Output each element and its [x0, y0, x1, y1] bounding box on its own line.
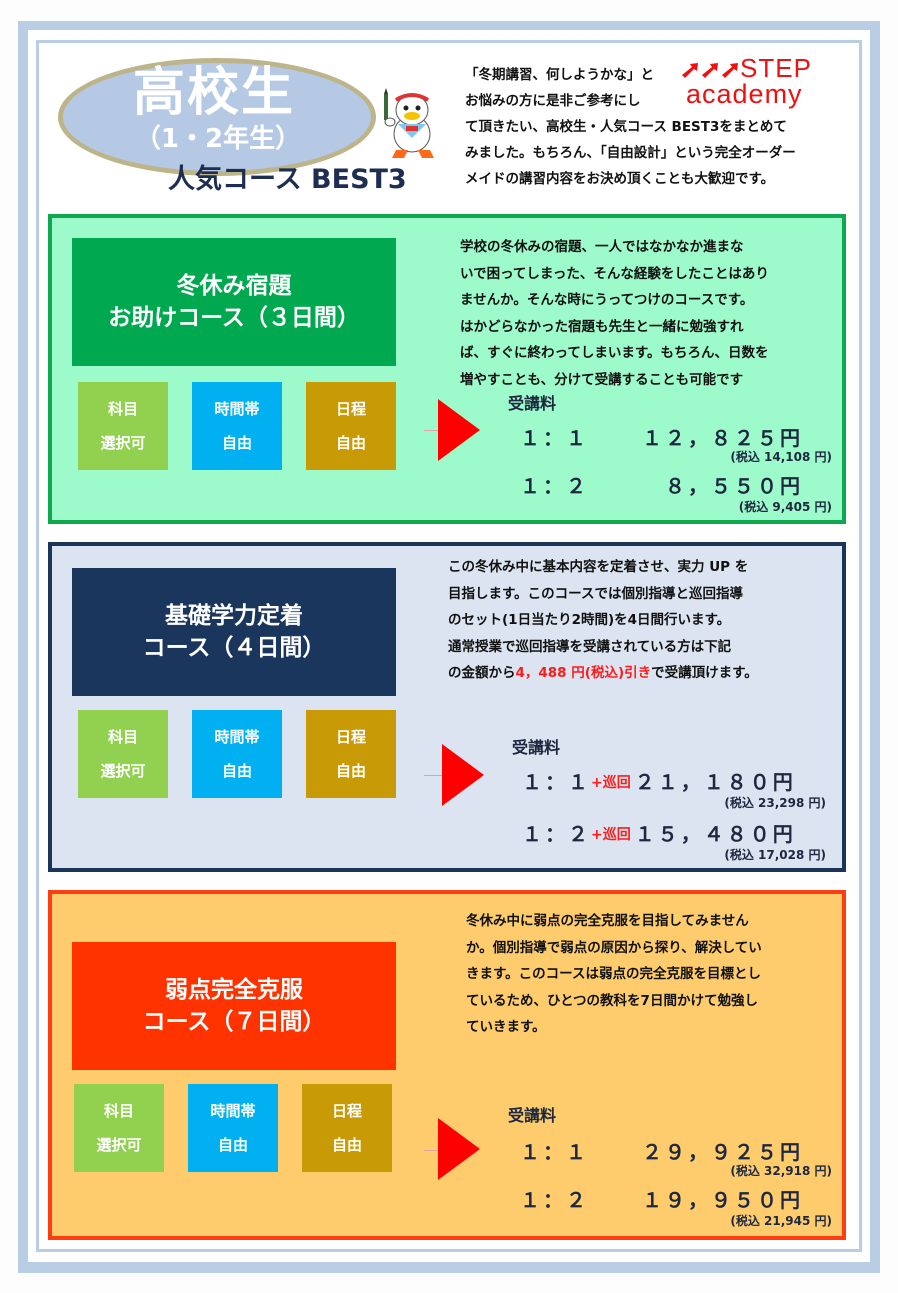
fee-tax-1on1: (税込 23,298 円) [724, 796, 826, 810]
patrol-addon: +巡回 [591, 827, 631, 843]
course-description: 冬休み中に弱点の完全克服を目指してみません か。個別指導で弱点の原因から探り、解… [466, 913, 762, 1035]
course-description: この冬休み中に基本内容を定着させ、実力 UP を 目指します。このコースでは個別… [448, 559, 758, 681]
intro-text: 「冬期講習、何しようかな」と お悩みの方に是非ご参考にし て頂きたい、高校生・人… [465, 67, 796, 187]
course-panel-homework: 冬休み宿題 お助けコース（３日間） 科目 選択可 時間帯 自由 日程 自由 学校… [48, 214, 846, 524]
fee-row-1on2: １：２ ８，５５０円 [520, 474, 803, 498]
course-panel-weakness: 弱点完全克服 コース（７日間） 科目 選択可 時間帯 自由 日程 自由 冬休み中… [48, 890, 846, 1240]
fee-tax-1on2: (税込 9,405 円) [738, 500, 832, 514]
course-tags: 科目 選択可 時間帯 自由 日程 自由 [78, 382, 396, 470]
course-title-box: 弱点完全克服 コース（７日間） [72, 942, 396, 1070]
tag-schedule: 日程 自由 [306, 710, 396, 798]
course-panel-basics: 基礎学力定着 コース（４日間） 科目 選択可 時間帯 自由 日程 自由 この冬休… [48, 542, 846, 872]
arrow-right-icon [438, 1118, 480, 1180]
tag-subject: 科目 選択可 [74, 1084, 164, 1172]
tag-time: 時間帯 自由 [188, 1084, 278, 1172]
fee-tax-1on2: (税込 21,945 円) [730, 1214, 832, 1228]
arrow-right-icon [442, 744, 484, 806]
course-tags: 科目 選択可 時間帯 自由 日程 自由 [74, 1084, 392, 1172]
fee-label: 受講料 [508, 394, 557, 413]
fee-row-1on1: １：１ ２９，９２５円 [520, 1140, 803, 1164]
course-title-box: 基礎学力定着 コース（４日間） [72, 568, 396, 696]
tag-subject: 科目 選択可 [78, 710, 168, 798]
tag-schedule: 日程 自由 [302, 1084, 392, 1172]
step-academy-logo: STEP academy [680, 53, 840, 111]
fee-row-1on2: １：２ １９，９５０円 [520, 1188, 803, 1212]
duck-mascot-icon [384, 88, 434, 158]
discount-highlight: 4，488 円(税込)引き [515, 665, 652, 681]
page-title-best3: 人気コース BEST3 [168, 164, 407, 195]
fee-tax-1on1: (税込 32,918 円) [730, 1164, 832, 1178]
title-ellipse [58, 58, 376, 176]
arrow-line [424, 1150, 442, 1151]
arrow-right-icon [438, 399, 480, 461]
tag-time: 時間帯 自由 [192, 710, 282, 798]
page-title: 高校生 [132, 63, 295, 123]
arrow-line [424, 430, 442, 431]
course-description: 学校の冬休みの宿題、一人ではなかなか進まな いで困ってしまった、そんな経験をした… [460, 239, 769, 388]
tag-schedule: 日程 自由 [306, 382, 396, 470]
fee-row-1on1: １：１ １２，８２５円 [520, 426, 803, 450]
fee-label: 受講料 [512, 738, 561, 757]
course-title-box: 冬休み宿題 お助けコース（３日間） [72, 238, 396, 366]
page-subtitle-grade: （1・2年生） [134, 124, 302, 154]
arrows-icon [682, 63, 738, 78]
fee-tax-1on1: (税込 14,108 円) [730, 450, 832, 464]
fee-label: 受講料 [508, 1106, 557, 1125]
arrow-line [424, 775, 442, 776]
course-tags: 科目 選択可 時間帯 自由 日程 自由 [78, 710, 396, 798]
patrol-addon: +巡回 [591, 775, 631, 791]
tag-subject: 科目 選択可 [78, 382, 168, 470]
fee-tax-1on2: (税込 17,028 円) [724, 848, 826, 862]
tag-time: 時間帯 自由 [192, 382, 282, 470]
